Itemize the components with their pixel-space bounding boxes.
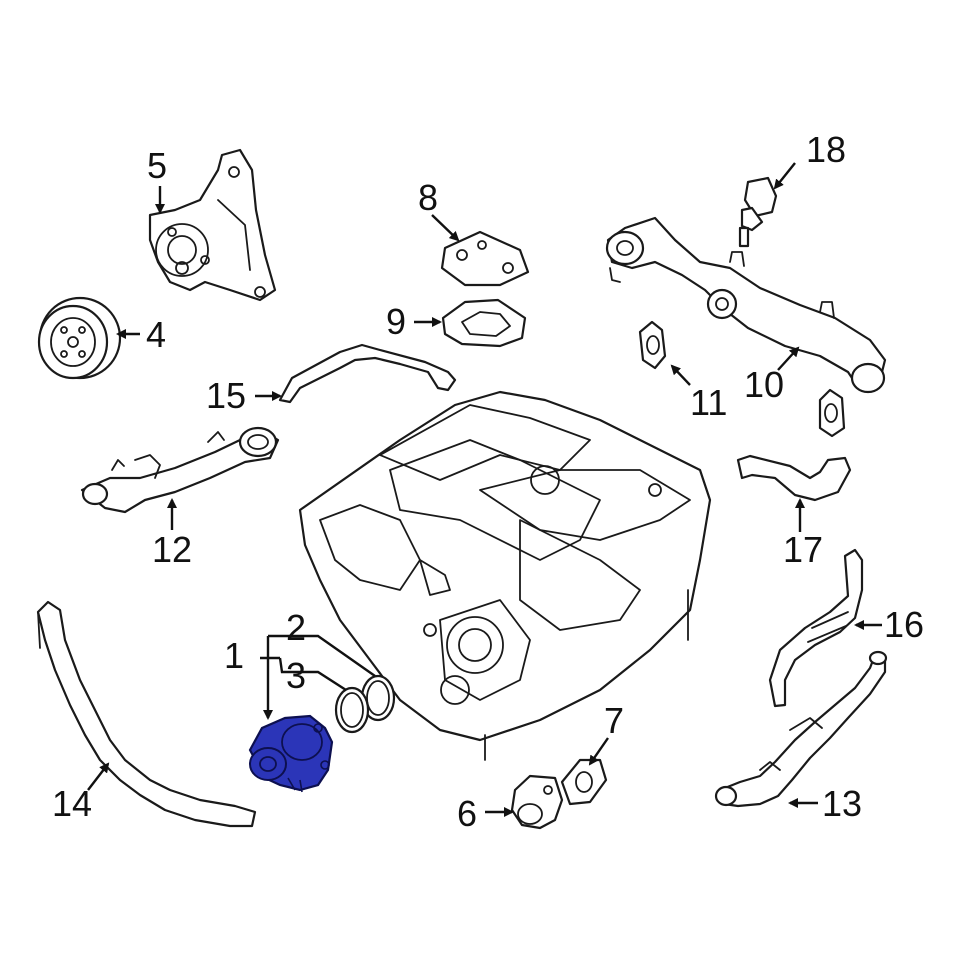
cover-part-8 [440, 230, 530, 287]
callout-17: 17 [783, 529, 823, 570]
callout-11: 11 [690, 382, 727, 423]
callout-15: 15 [206, 375, 246, 416]
pipe-assembly-part-12 [80, 426, 280, 514]
callout-1: 1 [224, 635, 244, 676]
callout-13: 13 [822, 783, 862, 824]
water-pump-part-1 [248, 714, 334, 793]
callout-labels: 1 2 3 4 5 6 7 8 9 10 11 12 13 14 15 16 1… [52, 129, 924, 834]
o-ring-part-3 [334, 686, 370, 734]
gasket-near-10 [818, 388, 846, 438]
callout-2: 2 [286, 607, 306, 648]
callout-14: 14 [52, 783, 92, 824]
engine-block [298, 390, 712, 761]
pipe-part-10 [605, 216, 887, 394]
pipe-part-13 [714, 650, 888, 808]
callout-8: 8 [418, 177, 438, 218]
callout-9: 9 [386, 301, 406, 342]
gasket-part-9 [441, 298, 527, 348]
callout-16: 16 [884, 604, 924, 645]
sensor-part-18 [738, 176, 778, 248]
callout-3: 3 [286, 655, 306, 696]
gasket-part-7 [560, 758, 608, 806]
callout-12: 12 [152, 529, 192, 570]
pump-bracket-part-5 [148, 148, 277, 302]
callout-10: 10 [744, 364, 784, 405]
callout-7: 7 [604, 700, 624, 741]
callout-4: 4 [146, 314, 166, 355]
callout-6: 6 [457, 793, 477, 834]
hose-part-16 [768, 548, 864, 708]
gasket-part-11 [638, 320, 667, 370]
hose-part-17 [736, 454, 852, 502]
callout-5: 5 [147, 145, 167, 186]
housing-part-6 [510, 774, 564, 830]
hose-part-15 [278, 343, 457, 404]
hose-part-14 [36, 600, 257, 828]
pulley-part-4 [37, 296, 122, 380]
callout-18: 18 [806, 129, 846, 170]
leader-lines [87, 162, 882, 817]
